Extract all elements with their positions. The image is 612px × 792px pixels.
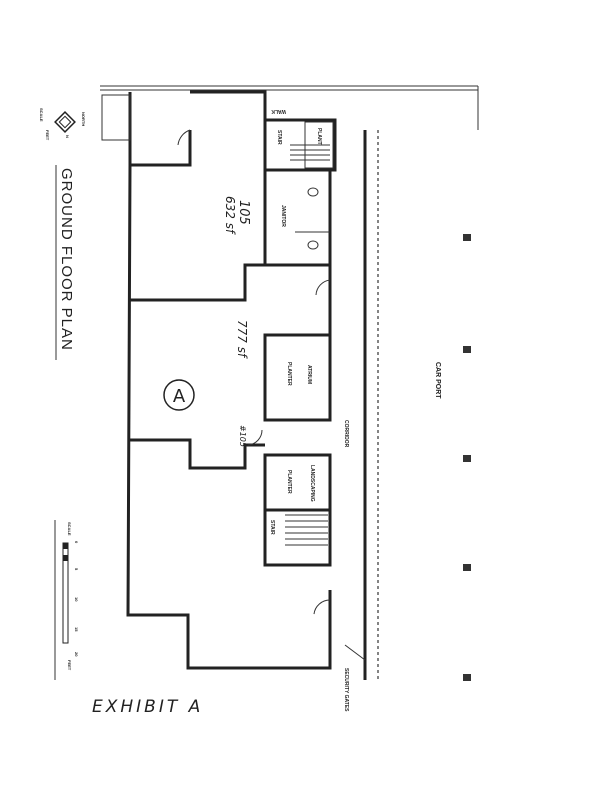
entry-room-wall [128, 92, 192, 167]
label-atrium: ATRIUM [306, 365, 312, 384]
scale-unit: FEET [67, 660, 72, 671]
label-stair-top: STAIR [276, 130, 282, 145]
scale-tick: 5 [74, 568, 79, 571]
north-scale-label: SCALE [39, 108, 44, 122]
scale-tick: 15 [74, 627, 79, 632]
suite-divider-notch [245, 263, 332, 335]
label-stair-bottom: STAIR [269, 520, 275, 535]
stair-treads-bottom [285, 514, 328, 546]
carport-columns [463, 234, 471, 681]
column [463, 234, 471, 241]
label-security-gates: SECURITY GATES [343, 668, 349, 712]
scale-label: SCALE [67, 522, 72, 536]
north-arrow-icon [54, 111, 76, 133]
scale-tick: 20 [74, 652, 79, 657]
door-swing [315, 279, 331, 296]
exhibit-label: EXHIBIT A [92, 697, 203, 717]
north-label: NORTH [81, 112, 86, 126]
handwritten-area-3: #105 [238, 425, 247, 447]
suite-divider-top [130, 90, 267, 302]
column [463, 564, 471, 571]
toilet [307, 187, 319, 197]
restroom-block [263, 168, 332, 267]
scale-tick: 0 [74, 541, 79, 544]
handwritten-area-2: 777 sf [235, 320, 249, 359]
unit-marker-circle [163, 379, 195, 411]
exterior-wall [126, 164, 332, 670]
label-janitor: JANITOR [280, 205, 286, 227]
column [463, 346, 471, 353]
handwritten-area-1: 632 sf [223, 196, 237, 235]
atrium-planter [263, 333, 332, 422]
door-swing [177, 129, 191, 146]
scale-tick: 10 [74, 597, 79, 602]
stair-bottom-block [263, 508, 332, 567]
door-swing [247, 429, 263, 446]
security-gate [344, 644, 366, 661]
entry-vestibule [101, 94, 131, 141]
stair-treads-top [290, 144, 330, 161]
label-landscaping: LANDSCAPING [309, 465, 315, 502]
label-car-port: CAR PORT [434, 362, 441, 399]
label-atrium-planter: PLANTER [286, 362, 292, 386]
column [463, 455, 471, 462]
scale-bar [54, 520, 69, 680]
toilet [307, 240, 319, 250]
unit-marker: A [173, 386, 186, 407]
label-planter: PLANTER [286, 470, 292, 494]
north-n-label: N [65, 135, 70, 138]
label-walk: WALK [271, 108, 286, 114]
north-feet-label: FEET [45, 130, 50, 141]
label-corridor: CORRIDOR [343, 420, 349, 448]
page-title: GROUND FLOOR PLAN [58, 168, 75, 351]
handwritten-suite-number: 105 [236, 200, 251, 225]
landscaping-planter [263, 453, 332, 512]
door-swing [313, 599, 331, 615]
column [463, 674, 471, 681]
label-plant: PLANT [316, 128, 322, 145]
